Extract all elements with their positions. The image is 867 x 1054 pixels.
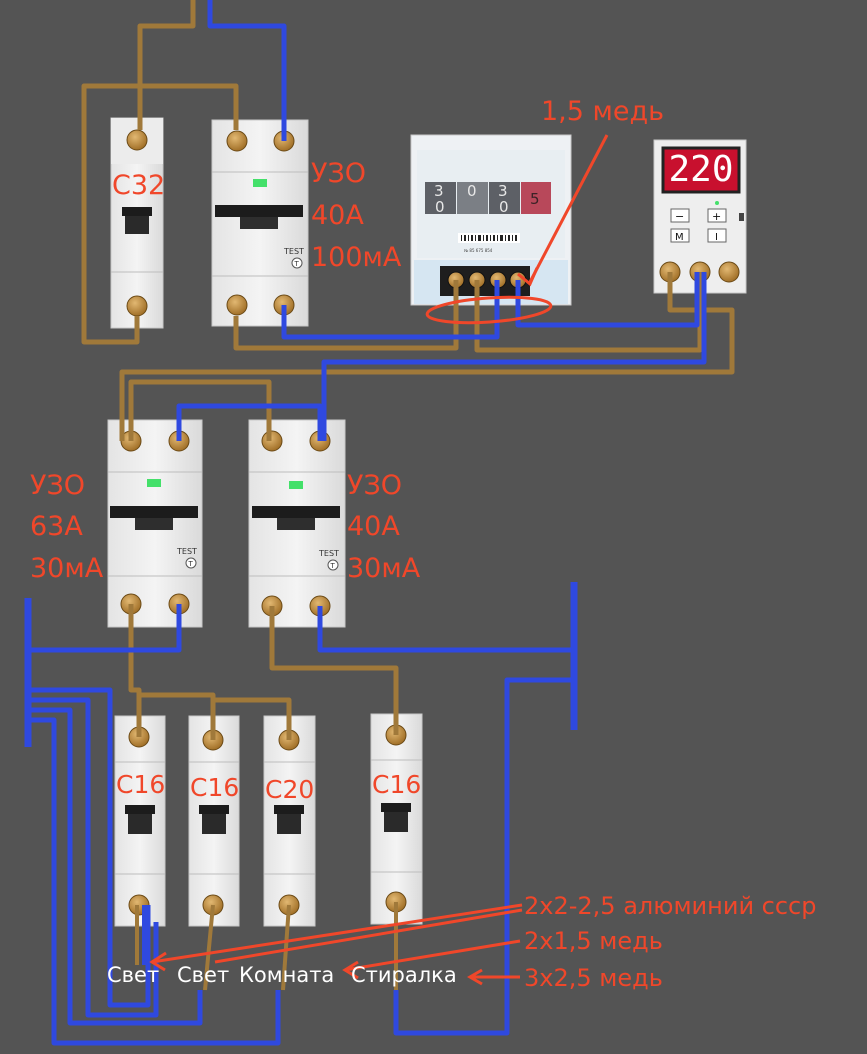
label-cable-aluminium: 2х2-2,5 алюминий ссср	[524, 892, 817, 920]
terminal-screw	[126, 295, 148, 317]
meter-serial: № 85 675 854	[464, 248, 493, 253]
breaker-group-1	[114, 715, 166, 927]
label-load-light-2: Свет	[177, 963, 230, 987]
test-button[interactable]	[291, 257, 303, 269]
test-button[interactable]	[185, 557, 197, 569]
label-rcd-main-current: 40А	[311, 200, 364, 231]
svg-text:T: T	[330, 562, 336, 570]
label-breaker-group-3: С20	[265, 775, 315, 804]
voltage-display	[661, 146, 741, 194]
svg-text:0: 0	[499, 198, 509, 216]
relay-power-button[interactable]: I	[715, 232, 718, 243]
label-rcd-right-name: УЗО	[347, 470, 403, 501]
label-cable-copper-2-5: 3х2,5 медь	[524, 964, 663, 992]
svg-text:5: 5	[530, 190, 540, 208]
rcd-left: TEST T	[107, 419, 203, 628]
label-rcd-main-name: УЗО	[311, 158, 367, 189]
annotations	[149, 134, 609, 986]
breaker-group-4	[370, 713, 423, 925]
meter-digit	[425, 182, 456, 214]
devices: TEST T 3 0 3 5 0 0	[107, 117, 747, 927]
meter-digit	[489, 182, 520, 214]
label-load-room: Комната	[239, 963, 335, 987]
svg-text:0: 0	[435, 198, 445, 216]
test-button[interactable]	[327, 559, 339, 571]
breaker-c32	[110, 117, 164, 329]
meter-terminal-highlight	[425, 295, 553, 325]
meter-digit	[457, 182, 488, 214]
rcd-right: TEST T	[248, 419, 346, 628]
terminal-screw	[261, 430, 283, 452]
label-meter-wire: 1,5 медь	[541, 96, 665, 127]
terminal-screw	[126, 129, 148, 151]
label-cable-copper-1-5: 2х1,5 медь	[524, 927, 663, 955]
svg-text:T: T	[294, 260, 300, 268]
terminal-screw	[226, 130, 248, 152]
load-wires	[135, 902, 398, 991]
label-rcd-left-current: 63А	[30, 511, 83, 542]
label-breaker-group-2: С16	[190, 773, 240, 802]
label-rcd-left-leakage: 30мА	[30, 553, 104, 584]
meter-barcode	[458, 233, 520, 243]
label-load-light-1: Свет	[107, 963, 160, 987]
svg-text:T: T	[188, 560, 194, 568]
terminal-screw	[718, 261, 740, 283]
svg-text:TEST: TEST	[318, 549, 339, 558]
electricity-meter: 3 0 3 5 0 0 № 85 675 854	[410, 134, 572, 306]
label-load-washer: Стиралка	[351, 963, 457, 987]
voltage-relay: − + M I	[653, 139, 747, 294]
relay-plus-button[interactable]: +	[712, 210, 721, 223]
rcd-main: TEST T	[211, 119, 309, 327]
label-rcd-right-current: 40А	[347, 511, 400, 542]
svg-text:3: 3	[434, 182, 444, 200]
breaker-group-2	[188, 715, 240, 927]
label-breaker-c32: С32	[112, 170, 166, 201]
test-label: TEST	[283, 247, 304, 256]
label-breaker-group-4: С16	[372, 770, 422, 799]
svg-text:3: 3	[498, 182, 508, 200]
label-rcd-left-name: УЗО	[30, 470, 86, 501]
relay-mode-button[interactable]: M	[675, 232, 684, 243]
svg-text:0: 0	[467, 182, 477, 200]
terminal-screw	[226, 294, 248, 316]
label-breaker-group-1: С16	[116, 770, 166, 799]
phase-wires	[81, 0, 735, 740]
meter-digit	[521, 182, 551, 214]
voltage-display-value: 220	[668, 149, 734, 190]
label-rcd-main-leakage: 100мА	[311, 242, 402, 273]
breaker-group-3	[263, 715, 316, 927]
svg-text:TEST: TEST	[176, 547, 197, 556]
neutral-wires	[24, 0, 707, 1046]
relay-minus-button[interactable]: −	[675, 210, 684, 223]
label-rcd-right-leakage: 30мА	[347, 553, 421, 584]
